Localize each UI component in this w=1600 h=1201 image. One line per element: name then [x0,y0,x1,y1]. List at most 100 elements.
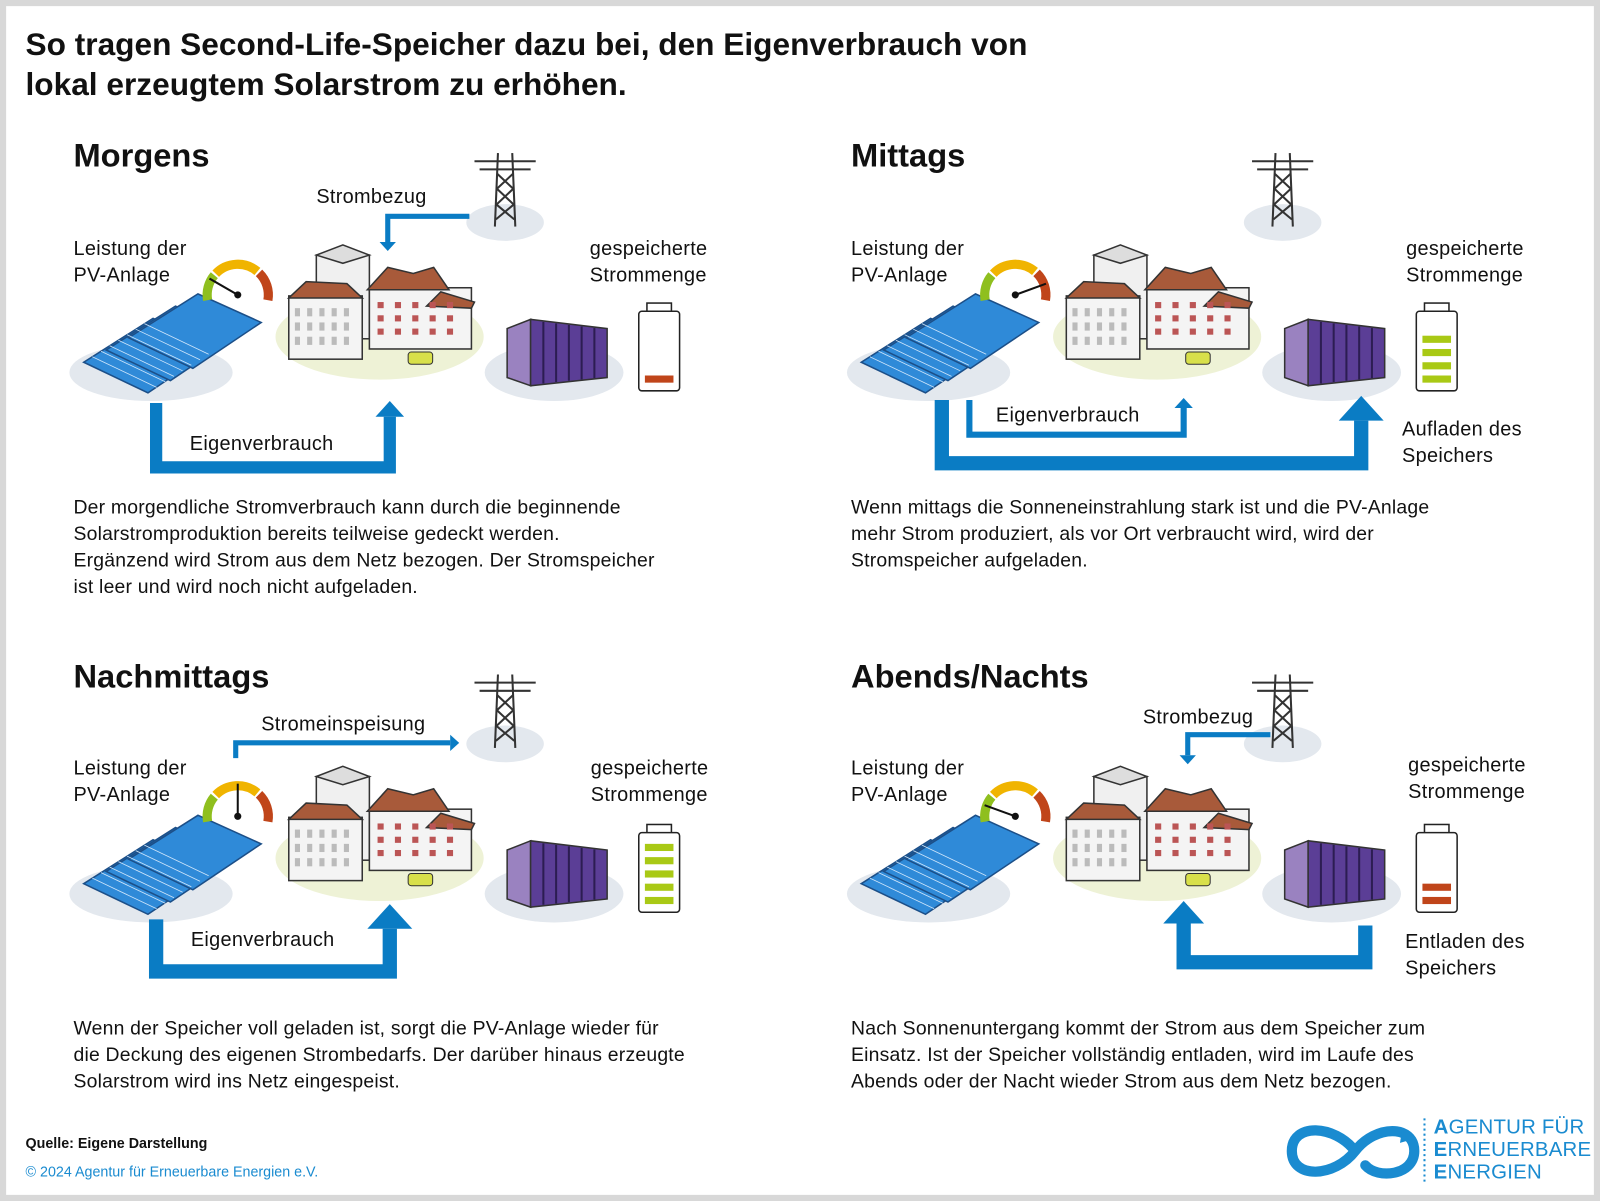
storage-label-line: gespeicherte [590,757,709,780]
solar-grid-line [921,323,987,355]
battery-bar [644,870,674,878]
window [446,302,454,309]
window [1109,336,1115,345]
battery-bar [644,375,674,383]
logo-initial: A [1433,1116,1449,1139]
logo-rest: RNEUERBARE [1447,1138,1592,1162]
storage-label-line: Strommenge [1406,264,1524,287]
storage-flow-line: Entladen des [1405,930,1525,954]
window [1072,858,1078,867]
grid-import-arrow [1185,732,1271,756]
solar-grid-line [887,866,952,899]
pv-label-line: PV-Anlage [73,783,171,807]
window [1109,829,1115,838]
storage-label-line: gespeicherte [1408,754,1526,777]
apartment-building [288,816,364,882]
battery-bar [1422,362,1452,370]
solar-grid-line [887,345,952,377]
description-line: Solarstrom wird ins Netz eingespeist. [73,1071,400,1093]
window [343,843,349,853]
storage-flow-line: Speichers [1405,957,1497,980]
window [446,328,454,335]
title-line: So tragen Second-Life-Speicher dazu bei,… [25,26,1028,63]
window [1084,336,1090,345]
window [1109,843,1115,853]
power-pylon-icon [1252,153,1314,227]
logo-initial: E [1433,1138,1448,1162]
solar-panel-icon [126,814,263,891]
window [1084,858,1090,867]
pylon-line [1272,694,1293,742]
window [343,322,349,331]
apartment-roof [286,280,365,299]
window [412,836,419,843]
electric-car-icon [1185,351,1211,365]
pylon-line [493,153,517,227]
container-side [506,839,532,909]
storage-label-line: Strommenge [1408,780,1526,804]
logo-line: AGENTUR FÜR [1434,1116,1592,1138]
window [294,322,300,331]
pylon-line [493,674,517,748]
townhall-roof [365,266,451,291]
window [1109,322,1115,331]
window [412,849,419,857]
window [446,836,454,843]
description-line: Nach Sonnenuntergang kommt der Strom aus… [851,1018,1426,1040]
window [331,308,337,317]
wing-roof [424,290,476,309]
window [294,858,300,867]
gauge-needle [208,277,239,296]
pylon-base [466,204,544,241]
grid-import-arrow-head [379,242,396,252]
description-line: Einsatz. Ist der Speicher vollständig en… [851,1044,1414,1067]
gauge-hub [234,812,242,820]
window [1096,322,1103,331]
battery-bar [644,896,674,905]
window [294,843,300,853]
grid-import-arrow [385,213,470,243]
window [1189,836,1196,843]
wing-roof [424,812,476,831]
window [1207,849,1214,857]
window [429,836,436,843]
window [429,328,436,335]
solar-grid-line [878,350,944,383]
battery-body [1415,831,1458,914]
storage-flow-line: Speichers [1402,444,1494,468]
battery-bar [644,843,674,852]
solar-grid-line [126,855,192,888]
pylon-line [1271,674,1294,748]
gauge-needle [984,804,1016,818]
window [1189,823,1196,830]
solar-grid-line [118,861,183,893]
grid-feed-in-arrow [233,740,451,759]
description-line: Stromspeicher aufgeladen. [851,549,1088,572]
gauge-segment [989,781,1038,799]
logo-line: ERNEUERBARE [1434,1139,1592,1161]
battery-level-icon [638,302,681,392]
tower-roof [313,244,372,265]
power-pylon-icon [1252,674,1314,748]
gauge-segment [255,269,273,302]
window [1072,843,1078,853]
townhall-roof [365,787,451,812]
window [1189,302,1196,309]
container-side [1283,318,1309,387]
description-line: Abends oder der Nacht wieder Strom aus d… [851,1071,1392,1093]
window [446,823,454,830]
gauge-hub [234,291,242,299]
window [1096,829,1103,838]
window [1072,336,1078,345]
window [412,302,419,309]
apartment-building [1065,816,1141,882]
storage-charge-arrow [934,399,1369,471]
panel-description: Nach Sonnenuntergang kommt der Strom aus… [851,1016,1425,1096]
solar-grid-line [92,356,157,388]
apartment-building [1065,295,1141,360]
solar-grid-line [135,850,201,882]
window [377,328,384,335]
window [1189,315,1196,322]
